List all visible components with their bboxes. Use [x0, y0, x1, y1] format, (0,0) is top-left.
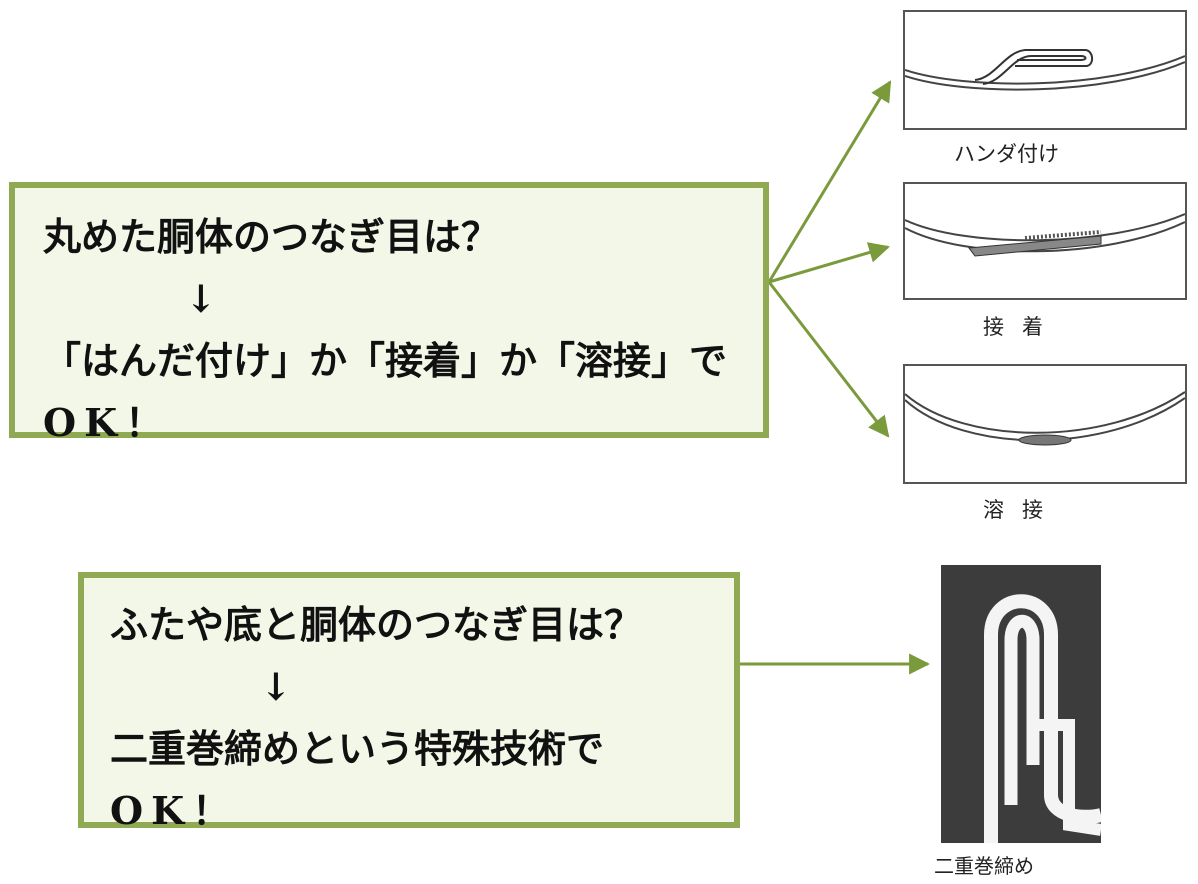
body-seam-question: 丸めた胴体のつなぎ目は？ — [43, 214, 500, 259]
down-arrow: ↓ — [260, 664, 292, 709]
arrow-to-solder — [767, 80, 892, 283]
adhesive-seam-figure — [903, 182, 1187, 300]
weld-caption: 溶接 — [983, 498, 1061, 522]
arrow-to-weld — [767, 281, 890, 438]
double-seam-figure — [941, 565, 1101, 843]
solder-caption: ハンダ付け — [954, 142, 1059, 166]
arrow-to-adhesive — [768, 242, 891, 284]
solder-seam-figure — [903, 10, 1187, 130]
ok-text: OK！ — [43, 400, 172, 445]
lid-seam-question: ふたや底と胴体のつなぎ目は？ — [110, 602, 643, 647]
lid-seam-question-box: ふたや底と胴体のつなぎ目は？ ↓ 二重巻締めという特殊技術で OK！ — [78, 572, 740, 833]
lid-seam-answer: 二重巻締めという特殊技術で — [110, 726, 605, 771]
adhesive-caption: 接着 — [983, 315, 1061, 339]
body-seam-question-box: 丸めた胴体のつなぎ目は？ ↓ 「はんだ付け」か「接着」か「溶接」で OK！ — [9, 182, 769, 445]
weld-seam-figure — [903, 364, 1187, 484]
down-arrow: ↓ — [185, 276, 217, 321]
body-seam-answer: 「はんだ付け」か「接着」か「溶接」で — [43, 338, 728, 383]
ok-text: OK！ — [110, 788, 239, 833]
double-seam-caption: 二重巻締め — [934, 854, 1034, 878]
